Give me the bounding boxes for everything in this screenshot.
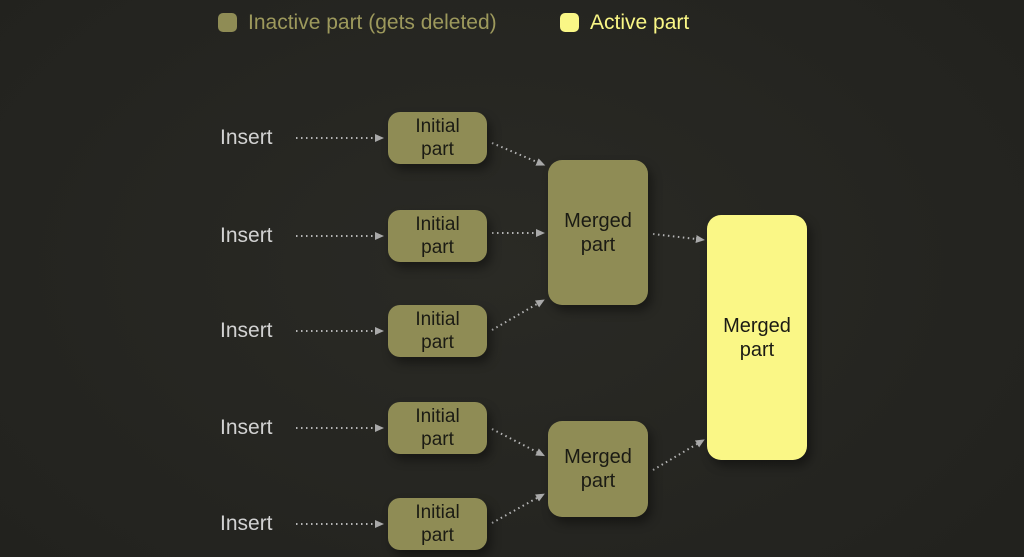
- initial-part-node-5: Initial part: [388, 498, 487, 550]
- initial-part-node-3: Initial part: [388, 305, 487, 357]
- arrow-initial3-merged-top: [491, 299, 545, 331]
- initial-part-node-2: Initial part: [388, 210, 487, 262]
- legend-label-inactive: Inactive part (gets deleted): [248, 11, 497, 34]
- insert-label-3: Insert: [220, 319, 273, 342]
- insert-label-1: Insert: [220, 126, 273, 149]
- insert-label-2: Insert: [220, 224, 273, 247]
- arrow-merged-top-final: [652, 233, 705, 243]
- initial-part-node-1: Initial part: [388, 112, 487, 164]
- insert-label-4: Insert: [220, 416, 273, 439]
- arrow-merged-bottom-final: [652, 439, 705, 471]
- legend: Inactive part (gets deleted) Active part: [0, 0, 1024, 46]
- merged-part-node-final: Merged part: [707, 215, 807, 460]
- arrow-initial4-merged-bottom: [491, 428, 546, 457]
- active-part-swatch-icon: [560, 13, 579, 32]
- merged-part-node-top: Merged part: [548, 160, 648, 305]
- merged-part-node-bottom: Merged part: [548, 421, 648, 517]
- initial-part-node-4: Initial part: [388, 402, 487, 454]
- arrow-initial1-merged-top: [491, 142, 546, 166]
- arrow-initial5-merged-bottom: [491, 493, 545, 524]
- legend-label-active: Active part: [590, 11, 690, 34]
- inactive-part-swatch-icon: [218, 13, 237, 32]
- insert-label-5: Insert: [220, 512, 273, 535]
